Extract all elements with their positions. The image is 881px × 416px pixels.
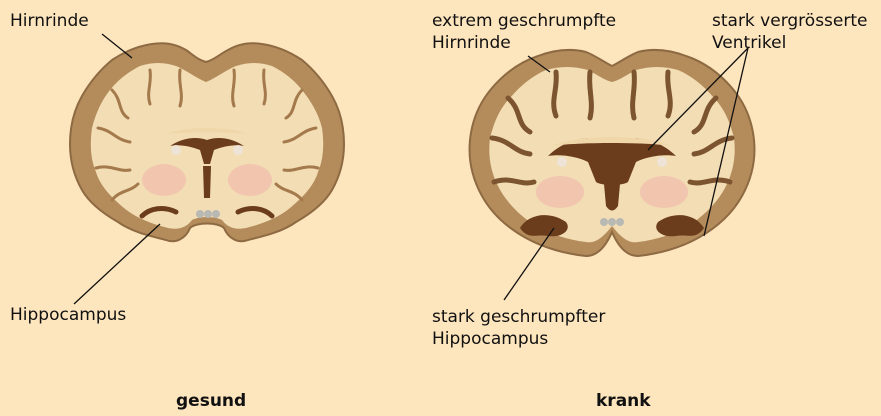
healthy-third-ventricle: [203, 166, 211, 198]
healthy-mammillary: [196, 210, 220, 218]
healthy-cortex-leader: [102, 34, 132, 58]
healthy-structure-left: [171, 145, 181, 155]
diseased-basal-ganglia-left: [536, 176, 584, 208]
caption-sick: krank: [596, 390, 651, 412]
sick-hippocampus-label-line2: Hippocampus: [432, 328, 548, 350]
diseased-brain: [470, 48, 755, 300]
diseased-third-ventricle: [604, 181, 620, 211]
healthy-structure-right: [233, 145, 243, 155]
sick-ventricles-label-line1: stark vergrösserte: [712, 10, 867, 32]
healthy-basal-ganglia-right: [228, 164, 272, 196]
diseased-basal-ganglia-right: [640, 176, 688, 208]
diseased-structure-right: [657, 157, 667, 167]
healthy-hippocampus-leader: [74, 224, 160, 304]
sick-cortex-label-line2: Hirnrinde: [432, 32, 511, 54]
diseased-mammillary: [600, 218, 624, 226]
sick-ventricles-label-line2: Ventrikel: [712, 32, 786, 54]
caption-healthy: gesund: [176, 390, 246, 412]
healthy-hippocampus-label: Hippocampus: [10, 304, 126, 326]
sick-hippocampus-label-line1: stark geschrumpfter: [432, 306, 605, 328]
sick-cortex-label-line1: extrem geschrumpfte: [432, 10, 616, 32]
diseased-structure-left: [557, 157, 567, 167]
healthy-brain: [70, 34, 344, 304]
healthy-cortex-label: Hirnrinde: [10, 10, 89, 32]
healthy-basal-ganglia-left: [142, 164, 186, 196]
